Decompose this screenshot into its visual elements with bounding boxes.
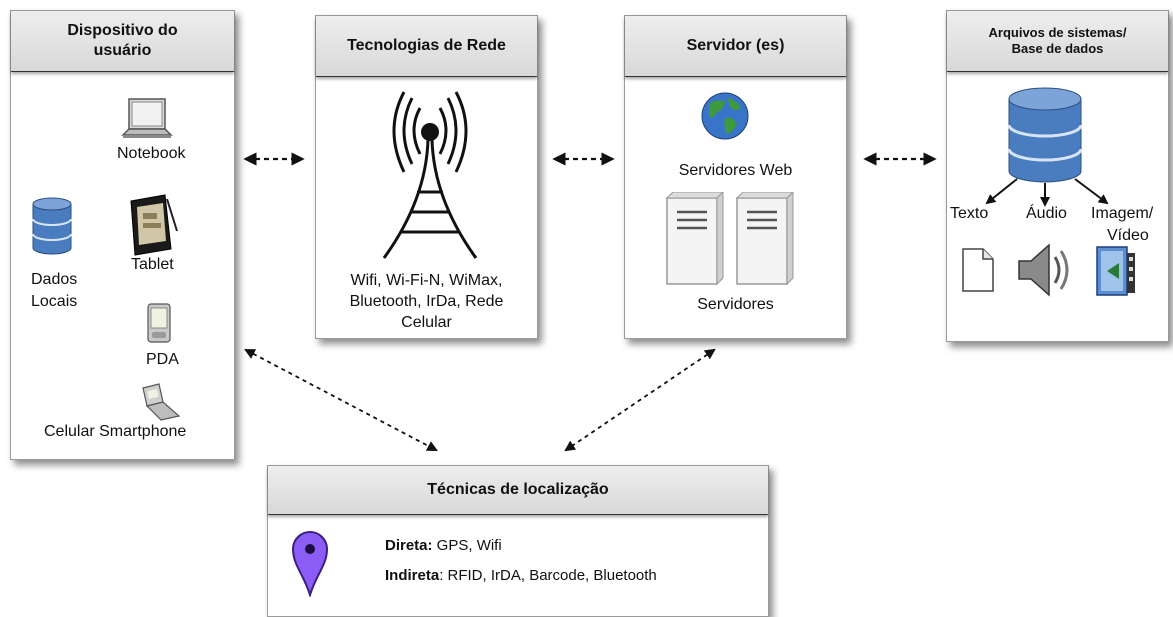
database-branch-arrows — [985, 178, 1109, 207]
text-label: Texto — [950, 205, 989, 222]
network-title: Tecnologias de Rede — [347, 37, 506, 54]
notebook-icon — [121, 98, 173, 138]
user-device-header: Dispositivo do usuário — [11, 11, 234, 72]
notebook-label: Notebook — [117, 145, 186, 162]
network-tech-line3: Celular — [401, 314, 452, 331]
connector-arrows — [243, 152, 937, 452]
network-tech-line1: Wifi, Wi-Fi-N, WiMax, — [350, 272, 503, 289]
pda-icon — [147, 303, 171, 343]
location-header: Técnicas de localização — [268, 466, 768, 515]
document-icon — [962, 248, 994, 292]
direct-value: GPS, Wifi — [432, 537, 502, 554]
cellphone-icon — [142, 383, 181, 421]
indirect-line: Indireta: RFID, IrDA, Barcode, Bluetooth — [385, 565, 657, 586]
web-servers-label: Servidores Web — [678, 162, 793, 179]
device-location-arrow — [244, 348, 438, 452]
files-header: Arquivos de sistemas/ Base de dados — [947, 11, 1168, 72]
files-title-line1: Arquivos de sistemas/ — [988, 25, 1127, 40]
server-location-arrow — [564, 348, 716, 452]
network-box: Tecnologias de Rede Wifi, Wi-Fi-N, WiMax… — [315, 15, 538, 339]
location-pin-icon — [291, 531, 329, 597]
image-label-line2: Vídeo — [1107, 227, 1149, 244]
server-towers-icon — [665, 192, 794, 286]
image-label-line1: Imagem/ — [1091, 205, 1154, 222]
location-title: Técnicas de localização — [427, 481, 609, 498]
antenna-tower-icon — [382, 91, 478, 259]
globe-icon — [701, 92, 749, 140]
files-title-line2: Base de dados — [1011, 41, 1104, 56]
files-box: Arquivos de sistemas/ Base de dados Text… — [946, 10, 1169, 342]
servers-label: Servidores — [697, 296, 774, 313]
user-device-title-line2: usuário — [93, 42, 152, 59]
server-box: Servidor (es) Servidores Web Servidores — [624, 15, 847, 339]
phones-label: Celular Smartphone — [44, 423, 187, 440]
tablet-icon — [130, 194, 178, 256]
local-data-label-line2: Locais — [31, 293, 78, 310]
speaker-icon — [1018, 243, 1069, 297]
media-icon — [1096, 246, 1135, 296]
indirect-label: Indireta — [385, 567, 440, 584]
network-tech-list: Wifi, Wi-Fi-N, WiMax, Bluetooth, IrDa, R… — [316, 270, 537, 333]
indirect-value: : RFID, IrDA, Barcode, Bluetooth — [439, 567, 657, 584]
audio-label: Áudio — [1026, 205, 1067, 222]
network-header: Tecnologias de Rede — [316, 16, 537, 77]
user-device-box: Dispositivo do usuário Notebook Tablet D… — [10, 10, 235, 460]
direct-label: Direta: — [385, 537, 433, 554]
local-database-icon — [32, 197, 72, 255]
local-data-label-line1: Dados — [31, 271, 78, 288]
server-header: Servidor (es) — [625, 16, 846, 77]
tablet-label: Tablet — [131, 256, 174, 273]
network-tech-line2: Bluetooth, IrDa, Rede — [349, 293, 504, 310]
server-title: Servidor (es) — [686, 37, 785, 54]
location-box: Técnicas de localização Direta: GPS, Wif… — [267, 465, 769, 617]
database-icon — [1007, 87, 1083, 183]
user-device-title-line1: Dispositivo do — [67, 22, 178, 39]
pda-label: PDA — [146, 351, 179, 368]
direct-line: Direta: GPS, Wifi — [385, 535, 502, 556]
